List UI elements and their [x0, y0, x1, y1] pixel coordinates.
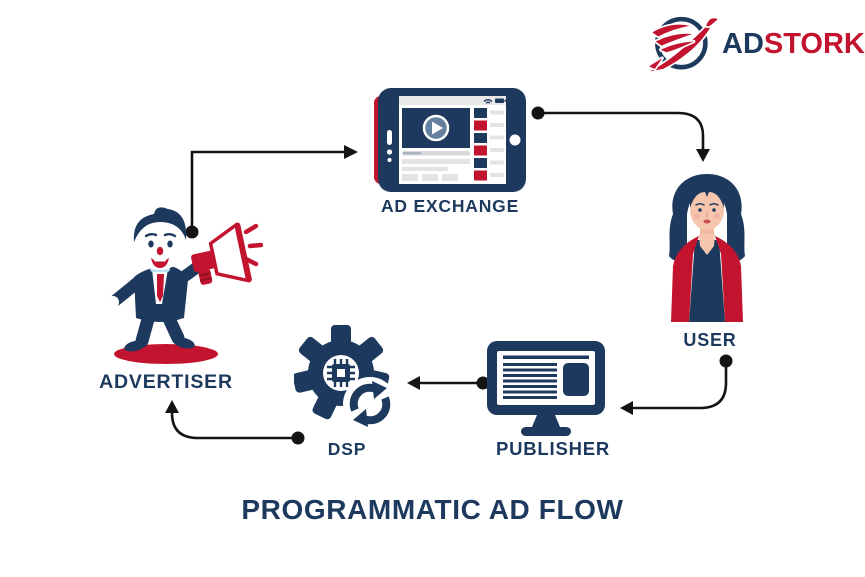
businessman-megaphone-icon — [107, 207, 263, 364]
arrow-dsp-to-advertiser — [170, 411, 300, 440]
brand-name: ADSTORK — [722, 28, 865, 61]
tablet-video-player-icon — [374, 88, 526, 192]
brand-name-stork: STORK — [763, 28, 865, 60]
sync-icon — [343, 377, 397, 431]
advertiser-label: ADVERTISER — [99, 371, 233, 393]
megaphone-icon — [191, 222, 252, 285]
arrow-user-to-publisher — [630, 359, 728, 410]
arrow-adexchange-to-user — [536, 111, 705, 151]
page-title: PROGRAMMATIC AD FLOW — [241, 494, 624, 525]
chip-icon — [327, 359, 355, 387]
stork-logo-icon — [648, 16, 718, 73]
desktop-webpage-icon — [487, 341, 605, 436]
user-label: USER — [683, 330, 737, 350]
brand-name-ad: AD — [722, 28, 764, 60]
woman-avatar-icon — [669, 174, 745, 322]
dsp-label: DSP — [327, 439, 367, 459]
ad-exchange-label: AD EXCHANGE — [380, 196, 520, 216]
publisher-label: PUBLISHER — [495, 438, 611, 459]
battery-icon — [495, 98, 506, 103]
video-thumbnails — [474, 108, 504, 181]
sound-waves-icon — [243, 223, 263, 267]
brand-logo: ADSTORK — [648, 10, 865, 73]
wifi-icon — [483, 99, 493, 104]
gear-chip-sync-icon — [294, 325, 397, 431]
